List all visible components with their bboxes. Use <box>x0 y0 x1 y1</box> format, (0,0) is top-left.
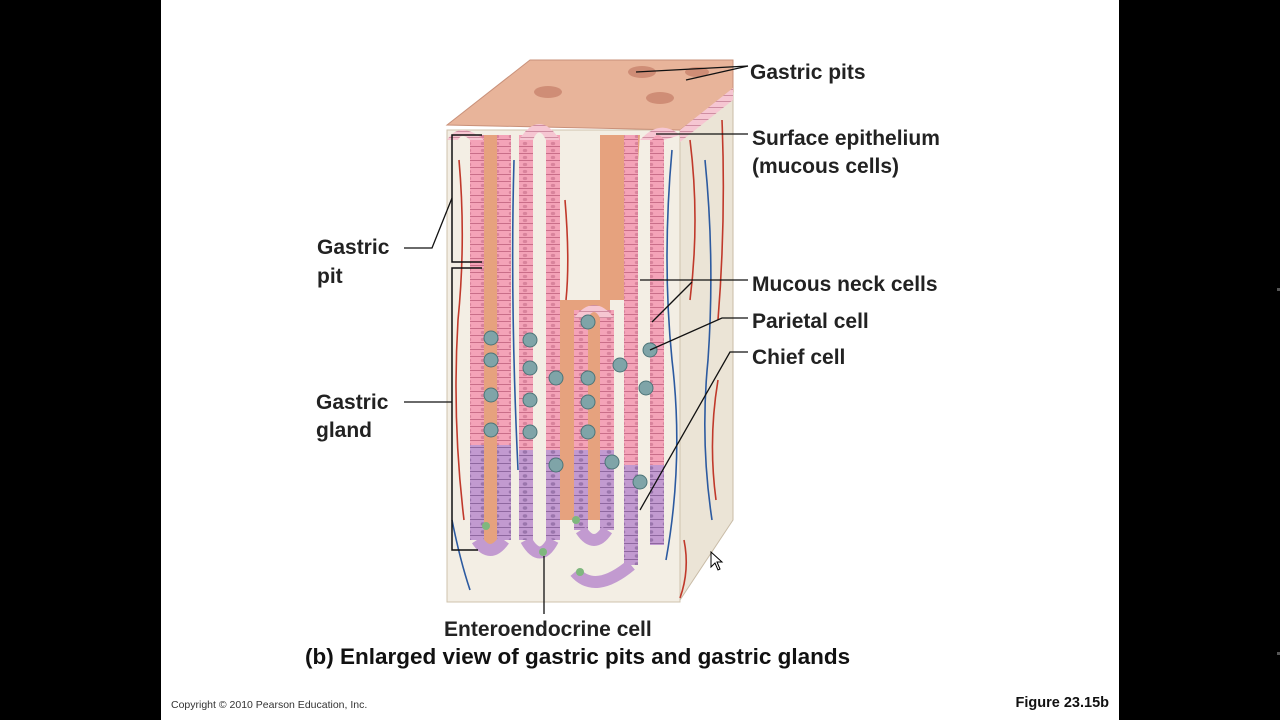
blood-vessels <box>451 119 725 599</box>
pit-opening <box>646 92 674 104</box>
leader-gastric-pits-1 <box>635 65 749 73</box>
gland-walls <box>470 135 664 565</box>
leader-parietal-cell <box>649 317 748 351</box>
leader-chief-cell <box>639 351 748 511</box>
slide: Gastric pits Surface epithelium (mucous … <box>161 0 1119 720</box>
label-chief-cell: Chief cell <box>752 346 846 369</box>
leader-gastric-pits-2 <box>685 65 749 81</box>
leader-lines <box>404 65 749 614</box>
pit-opening <box>534 86 562 98</box>
surface-epithelium-band <box>680 88 733 142</box>
figure-number: Figure 23.15b <box>1015 695 1109 711</box>
label-surface-epithelium-sub: (mucous cells) <box>752 155 900 178</box>
label-mucous-neck-cells: Mucous neck cells <box>752 273 938 296</box>
leader-mucous-neck-cells-2 <box>651 281 693 323</box>
label-gastric-gland: Gastric <box>316 391 389 414</box>
label-gastric-gland-sub: gland <box>316 419 372 442</box>
block-side-face <box>679 86 734 602</box>
copyright-notice: Copyright © 2010 Pearson Education, Inc. <box>171 699 368 711</box>
label-gastric-pit: Gastric <box>317 236 390 259</box>
label-gastric-pit-sub: pit <box>317 265 343 288</box>
gastric-gland-bracket <box>451 267 482 551</box>
figure-caption: (b) Enlarged view of gastric pits and ga… <box>305 644 851 669</box>
label-gastric-pits: Gastric pits <box>750 61 866 84</box>
edge-mark <box>1277 288 1280 291</box>
block-top-surface <box>445 59 734 131</box>
mouse-cursor-icon <box>710 551 724 571</box>
parietal-cells <box>483 314 658 490</box>
leader-gastric-pit <box>404 197 453 249</box>
gastric-gland-diagram <box>404 59 749 614</box>
edge-mark <box>1277 652 1280 655</box>
label-parietal-cell: Parietal cell <box>752 310 869 333</box>
enteroendocrine-cells <box>482 516 584 576</box>
label-surface-epithelium: Surface epithelium <box>752 127 940 150</box>
label-enteroendocrine-cell: Enteroendocrine cell <box>444 618 652 641</box>
